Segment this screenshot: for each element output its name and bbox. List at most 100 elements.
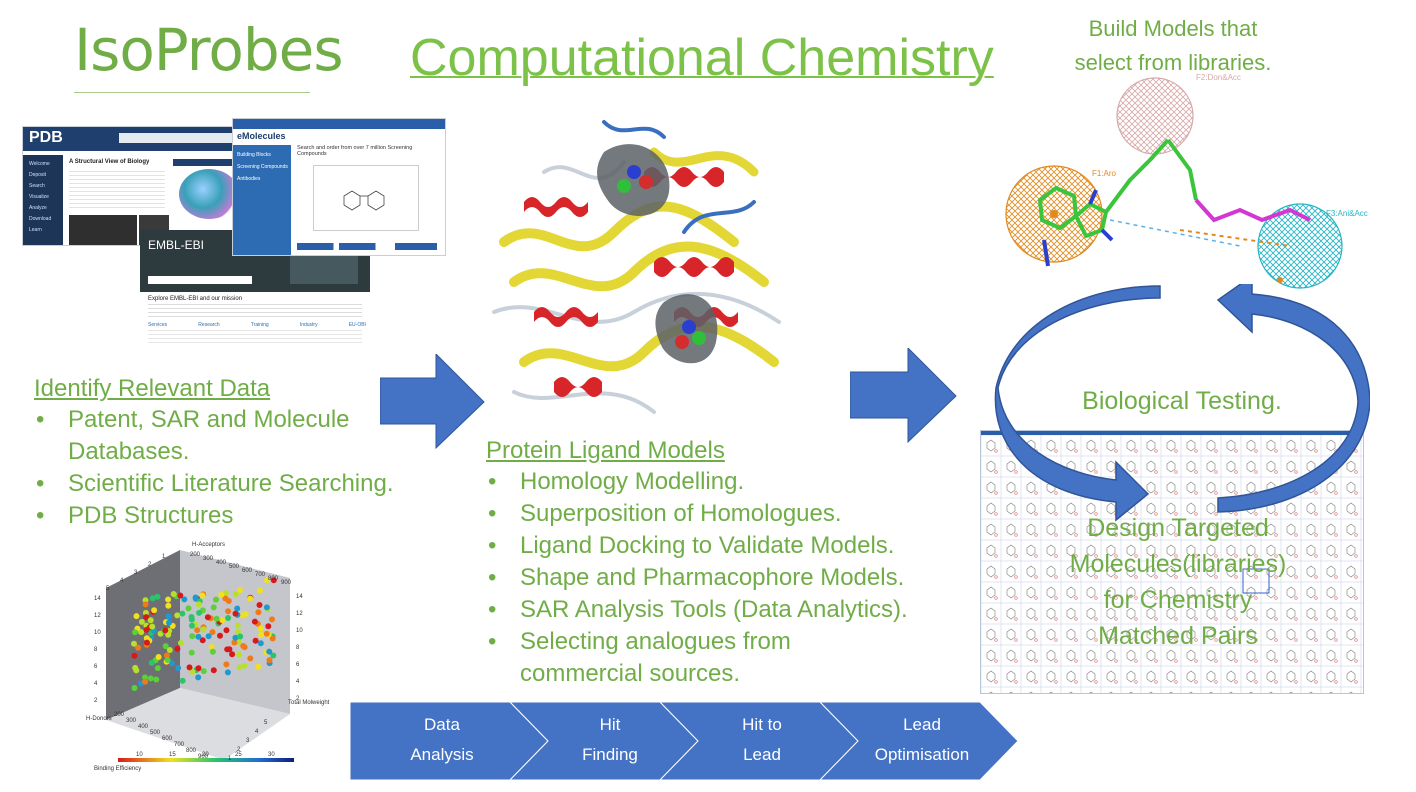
left-axis-tick: 12 <box>94 613 101 619</box>
scatter-point <box>179 677 186 684</box>
design-line-4: Matched Pairs <box>1098 622 1258 650</box>
pdb-menu-item: Welcome <box>29 161 50 167</box>
bottom-axis-tick: 2 <box>237 747 241 753</box>
identify-heading: Identify Relevant Data <box>34 375 271 402</box>
isoprobes-logo: IsoProbes <box>74 14 344 94</box>
scatter-point <box>189 668 196 675</box>
scatter-point <box>194 627 201 634</box>
scatter-point <box>255 663 262 670</box>
pharmacophore-label-f1: F1:Aro <box>1092 169 1117 178</box>
scatter-point <box>195 665 202 672</box>
scatter-point <box>236 651 243 658</box>
scatter-point <box>232 634 239 641</box>
pdb-header: PDB <box>23 127 261 151</box>
scatter-point <box>168 660 175 667</box>
bottom-axis-tick: 500 <box>150 730 161 736</box>
scatter-point <box>162 643 169 650</box>
scatter-point <box>229 651 236 658</box>
pdb-menu-item: Download <box>29 216 52 222</box>
scatter-point <box>195 674 202 681</box>
bottom-axis-tick: 3 <box>246 738 250 744</box>
scatter-point <box>241 662 248 669</box>
protein-item-6: •Selecting analogues from <box>488 628 791 655</box>
scatter-point <box>263 630 270 637</box>
scatter-point <box>196 609 203 616</box>
top-axis-tick: 3 <box>134 570 138 576</box>
right-axis-tick: 12 <box>296 611 303 617</box>
protein-ligand-model-image <box>484 112 784 430</box>
pdb-title: A Structural View of Biology <box>69 159 150 165</box>
scatter-point <box>199 637 206 644</box>
top-axis-tick: 400 <box>216 560 227 566</box>
pdb-menu-item: Search <box>29 183 45 189</box>
bottom-axis-tick: 700 <box>174 742 185 748</box>
pharmacophore-model-image: F1:Aro F2:Don&Acc F3:Ani&Acc <box>1000 70 1370 290</box>
protein-item-3-text: Ligand Docking to Validate Models. <box>520 532 895 559</box>
scatter-point <box>235 628 241 635</box>
drug-discovery-pipeline: Data Analysis Hit Finding Hit to Lead Le… <box>350 702 1020 780</box>
design-line-3: for Chemistry <box>1103 586 1253 614</box>
identify-item-1-cont: Databases. <box>34 436 414 468</box>
scatter-point <box>153 676 160 683</box>
pipeline-stage-2-line1: Hit <box>599 715 621 734</box>
scatter-point <box>270 652 277 659</box>
scatter-point <box>174 612 181 619</box>
scatter-point <box>165 613 172 620</box>
protein-item-5-text: SAR Analysis Tools (Data Analytics). <box>520 596 908 623</box>
top-axis-tick: 1 <box>162 554 166 560</box>
cycle-arrow-left <box>994 285 1161 522</box>
scatter-point <box>186 664 193 671</box>
left-axis-tick: 2 <box>94 698 98 704</box>
scatter-point <box>185 605 192 612</box>
bottom-axis-tick: 4 <box>255 729 259 735</box>
scatter-point <box>178 640 184 646</box>
scatter-point <box>148 659 155 666</box>
ebi-column-title: Industry <box>299 322 318 328</box>
scatter-point <box>147 675 154 682</box>
scatter-point <box>204 614 211 621</box>
left-axis-tick: 4 <box>94 681 98 687</box>
scatter-point <box>236 664 243 671</box>
scatter-point <box>142 601 149 608</box>
bottom-axis-tick: 600 <box>162 736 173 742</box>
scatter-point <box>247 655 254 662</box>
build-models-line1: Build Models that <box>1088 16 1258 41</box>
scatter-point <box>251 618 258 625</box>
protein-item-6-cont-text: commercial sources. <box>520 660 741 687</box>
scatter-point <box>232 610 239 617</box>
emol-menu-item: Building Blocks <box>237 152 271 158</box>
scatter-point <box>234 622 241 629</box>
z-axis-label: H-Acceptors <box>192 542 225 548</box>
pharmacophore-label-f3: F3:Ani&Acc <box>1326 209 1368 218</box>
scatter-3d-plot: H-Acceptors H-Donors Total Molweight Bin… <box>84 538 334 774</box>
protein-item-3: •Ligand Docking to Validate Models. <box>488 532 895 559</box>
protein-item-1: •Homology Modelling. <box>488 468 745 495</box>
pipeline-stage-3-line1: Hit to <box>742 715 782 734</box>
scatter-point <box>135 644 142 651</box>
scatter-point <box>242 611 249 617</box>
build-models-caption: Build Models that select from libraries. <box>1052 12 1294 80</box>
left-axis-tick: 14 <box>94 596 101 602</box>
left-axis-tick: 6 <box>94 664 98 670</box>
scatter-point <box>200 668 207 675</box>
identify-data-section: Identify Relevant Data •Patent, SAR and … <box>34 374 414 532</box>
emol-menu-item: Antibodies <box>237 176 261 182</box>
protein-item-4: •Shape and Pharmacophore Models. <box>488 564 905 591</box>
logo-text: IsoProbes <box>74 16 344 84</box>
identify-item-1-cont-text: Databases. <box>68 438 190 465</box>
cycle-arrow-right <box>1216 284 1370 513</box>
right-axis-tick: 10 <box>296 628 303 634</box>
scatter-point <box>257 587 263 594</box>
scatter-point <box>195 601 202 608</box>
right-axis-tick: 8 <box>296 645 300 651</box>
scatter-point <box>232 591 239 597</box>
scatter-point <box>237 587 243 594</box>
protein-ligand-section: Protein Ligand Models •Homology Modellin… <box>486 436 926 690</box>
pipeline-stage-3-line2: Lead <box>743 745 781 764</box>
scatter-point <box>162 627 169 634</box>
right-axis-tick: 14 <box>296 594 303 600</box>
scatter-point <box>225 608 232 615</box>
identify-list: •Patent, SAR and Molecule Databases. •Sc… <box>34 404 414 532</box>
scatter-point <box>266 657 273 664</box>
ebi-column-title: EU-OBI <box>348 322 366 328</box>
